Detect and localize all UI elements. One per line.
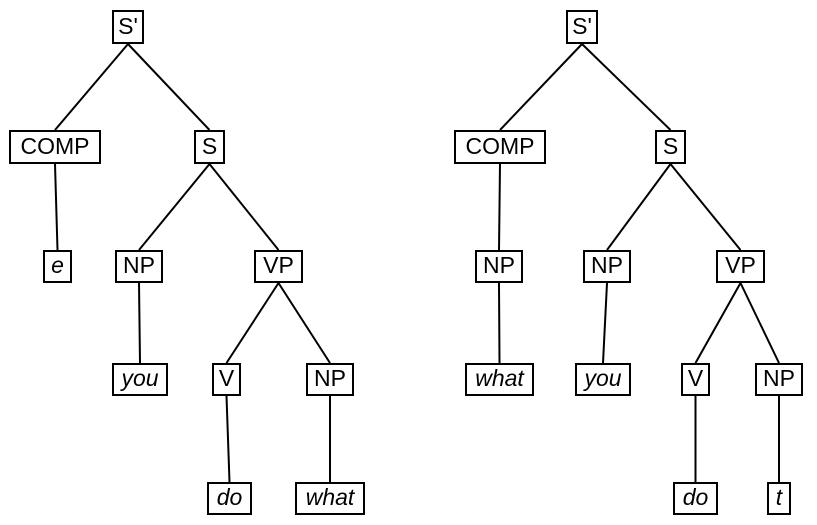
tree-node-label: V	[218, 365, 235, 391]
tree-node-l-do: do	[207, 482, 252, 515]
tree-node-l-v: V	[212, 363, 241, 396]
tree-edge-R-VP-to-R-NP2	[739, 282, 780, 364]
tree-node-l-sbar: S'	[112, 10, 144, 44]
tree-node-label: VP	[725, 252, 756, 278]
tree-edge-R-NP0-to-R-what	[498, 282, 501, 364]
tree-node-label: COMP	[465, 132, 535, 159]
tree-node-r-vp: VP	[716, 250, 765, 283]
tree-node-l-np1: NP	[115, 250, 163, 283]
tree-node-label: do	[682, 484, 709, 510]
tree-node-label: NP	[591, 252, 623, 278]
tree-node-l-you: you	[112, 363, 168, 396]
tree-edge-R-NP1-to-R-you	[602, 282, 608, 364]
tree-edge-L-VP-to-L-V	[225, 282, 280, 364]
tree-node-label: VP	[263, 252, 294, 278]
tree-node-r-what: what	[465, 363, 534, 396]
tree-node-r-you: you	[575, 363, 631, 396]
tree-node-r-v: V	[681, 363, 710, 396]
tree-node-r-s: S	[655, 130, 686, 164]
tree-edge-L-V-to-L-do	[225, 395, 231, 483]
tree-node-label: you	[121, 365, 159, 391]
tree-edge-R-Sbar-to-R-S	[581, 43, 672, 131]
tree-node-label: what	[305, 484, 355, 510]
tree-edge-L-Sbar-to-L-S	[127, 43, 211, 131]
tree-node-label: S'	[572, 12, 592, 39]
tree-node-r-np2: NP	[755, 363, 803, 396]
tree-edge-R-S-to-R-NP1	[606, 163, 672, 251]
tree-edge-L-NP1-to-L-you	[138, 282, 141, 364]
tree-edge-L-S-to-L-VP	[208, 163, 280, 251]
tree-node-label: what	[475, 365, 524, 391]
tree-edge-R-COMP-to-R-NP0	[498, 163, 501, 251]
tree-node-l-e: e	[43, 250, 72, 283]
tree-edge-L-Sbar-to-L-COMP	[54, 43, 129, 131]
tree-node-l-s: S	[194, 130, 225, 164]
tree-node-l-vp: VP	[254, 250, 303, 283]
tree-node-label: S	[201, 132, 218, 159]
tree-edge-R-Sbar-to-R-COMP	[499, 43, 583, 131]
tree-node-r-sbar: S'	[566, 10, 598, 44]
tree-edge-L-COMP-to-L-e	[54, 163, 59, 251]
tree-node-l-np2: NP	[306, 363, 354, 396]
tree-node-label: NP	[123, 252, 155, 278]
tree-node-label: COMP	[20, 132, 90, 159]
tree-node-l-what: what	[295, 482, 365, 515]
tree-node-label: NP	[314, 365, 346, 391]
tree-edge-R-S-to-R-VP	[669, 163, 742, 251]
tree-node-r-do: do	[673, 482, 718, 515]
tree-node-label: S'	[118, 12, 138, 39]
tree-node-r-t: t	[767, 482, 791, 515]
tree-node-label: S	[662, 132, 679, 159]
tree-node-l-comp: COMP	[9, 130, 101, 164]
tree-node-label: V	[687, 365, 704, 391]
tree-edge-L-VP-to-L-NP2	[277, 282, 331, 364]
tree-node-label: t	[775, 484, 783, 510]
tree-edge-R-VP-to-R-V	[694, 282, 742, 364]
tree-node-r-comp: COMP	[454, 130, 546, 164]
tree-node-label: do	[216, 484, 243, 510]
tree-edge-L-S-to-L-NP1	[138, 163, 211, 251]
tree-node-label: you	[584, 365, 622, 391]
tree-node-label: NP	[763, 365, 795, 391]
tree-node-r-np0: NP	[475, 250, 523, 283]
tree-node-label: NP	[483, 252, 515, 278]
tree-node-r-np1: NP	[583, 250, 631, 283]
tree-node-label: e	[51, 252, 64, 278]
